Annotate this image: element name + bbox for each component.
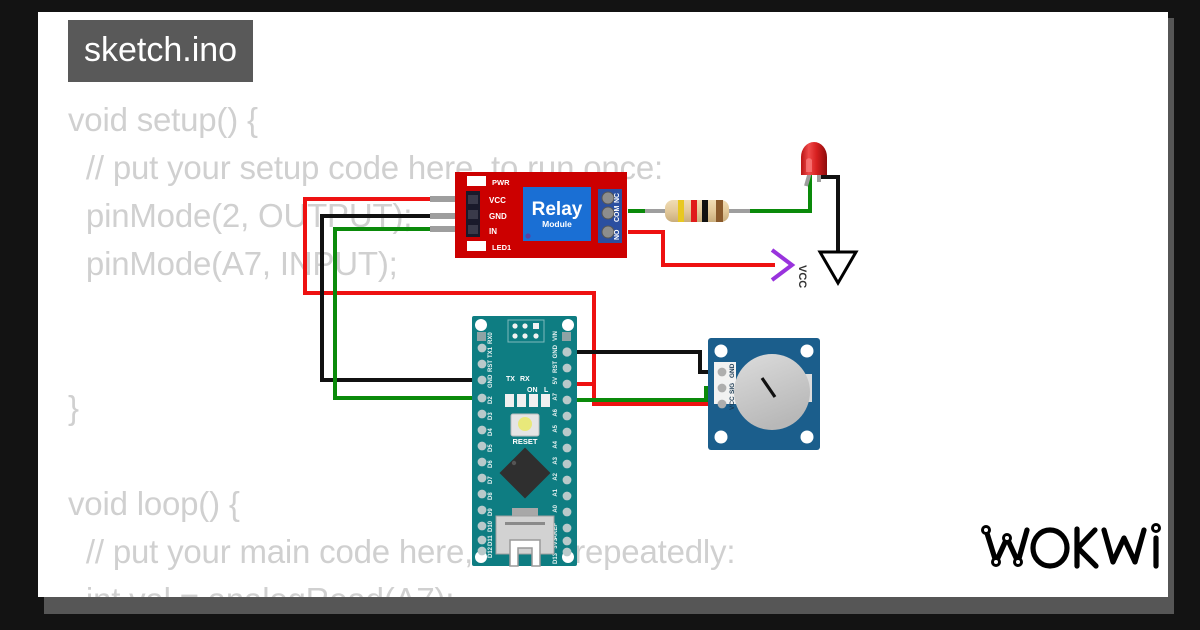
wokwi-letter-k [1074, 526, 1099, 569]
code-editor-text[interactable]: void setup() { // put your setup code he… [68, 101, 736, 597]
wokwi-ring-3 [1005, 536, 1009, 540]
wokwi-wordmark [983, 526, 1159, 569]
wokwi-ring-5 [1154, 526, 1158, 530]
wokwi-ring-2 [994, 560, 998, 564]
wokwi-ring-4 [1016, 560, 1020, 564]
wokwi-ring-1 [984, 528, 988, 532]
wokwi-letter-o [1030, 527, 1070, 569]
wokwi-logo [981, 523, 1161, 569]
wokwi-letter-w2 [1101, 527, 1147, 565]
code-editor-panel: void setup() { // put your setup code he… [38, 12, 1168, 597]
file-tab-sketch-ino[interactable]: sketch.ino [68, 20, 254, 82]
wokwi-node-rings [984, 526, 1158, 564]
